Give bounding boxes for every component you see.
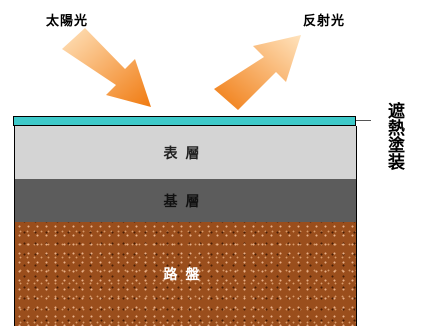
reflected-light-arrow	[214, 35, 301, 110]
base-layer: 基層	[14, 179, 357, 222]
sunlight-arrow	[62, 28, 151, 107]
coating-leader-line	[356, 120, 371, 121]
reflected-light-label: 反射光	[303, 14, 346, 29]
heat-shield-coating	[13, 116, 356, 126]
surface-layer: 表層	[14, 126, 357, 179]
roadbed-layer: 路盤	[14, 222, 357, 326]
roadbed-layer-label: 路盤	[163, 267, 208, 283]
coating-label: 遮熱塗装	[384, 102, 404, 170]
sunlight-label: 太陽光	[46, 14, 89, 29]
surface-layer-label: 表層	[163, 145, 208, 162]
base-layer-label: 基層	[163, 193, 208, 210]
